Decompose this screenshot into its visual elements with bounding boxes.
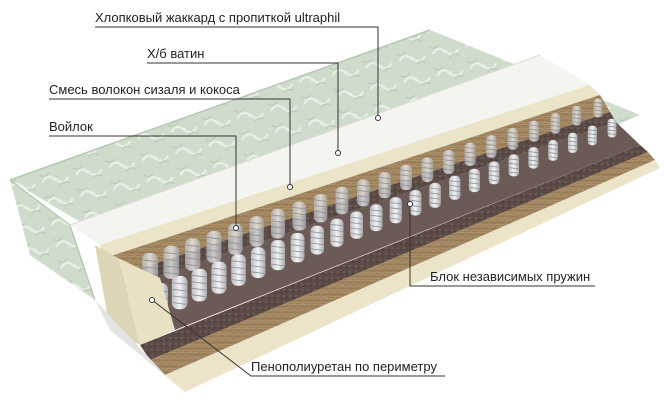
spring-block — [118, 98, 640, 330]
spring-coil — [567, 132, 578, 153]
spring-coil — [528, 147, 539, 169]
spring-coil — [587, 125, 597, 146]
dot-springs — [407, 201, 413, 207]
leader-jacquard — [95, 26, 379, 118]
dot-jacquard — [375, 115, 381, 121]
spring-coil — [184, 238, 201, 271]
spring-coil — [389, 197, 402, 224]
spring-coil — [550, 113, 561, 134]
spring-coil — [449, 175, 461, 200]
spring-coil — [508, 154, 519, 177]
spring-coil — [464, 142, 476, 166]
spring-coil — [313, 194, 328, 223]
spring-coil — [250, 247, 266, 278]
spring-coil — [378, 172, 391, 199]
leader-vatin — [147, 62, 339, 153]
spring-coil — [330, 218, 344, 247]
label-springs: Блок независимых пружин — [430, 269, 591, 284]
spring-coil — [231, 254, 247, 286]
spring-coil — [468, 168, 480, 193]
spring-coil — [429, 183, 441, 208]
vatin-layer — [100, 85, 600, 258]
dot-ppu — [149, 297, 155, 303]
spring-coil — [335, 186, 349, 215]
jacquard-layer — [69, 54, 590, 245]
spring-coil — [488, 161, 500, 185]
label-sisal-coconut: Смесь волокон сизаля и кокоса — [49, 82, 240, 97]
spring-coil — [211, 261, 227, 294]
spring-coil — [270, 240, 286, 271]
spring-coil — [191, 268, 208, 302]
bottom-layers — [95, 145, 660, 392]
spring-coil — [529, 120, 539, 142]
spring-coil — [310, 225, 325, 255]
label-vatin: Х/б ватин — [147, 46, 205, 61]
spring-coil — [292, 201, 307, 231]
spring-coil — [572, 106, 582, 126]
spring-coil — [400, 164, 412, 191]
spring-coil — [593, 98, 603, 118]
spring-coil — [443, 150, 455, 174]
leader-sisal — [49, 98, 291, 187]
spring-coil — [171, 275, 188, 310]
dot-vatin — [335, 150, 341, 156]
spring-coil — [290, 233, 305, 263]
leader-springs — [409, 204, 595, 287]
spring-coil — [369, 204, 383, 232]
spring-coil — [163, 245, 180, 279]
spring-coil — [486, 135, 497, 158]
label-felt: Войлок — [49, 119, 93, 134]
spring-coil — [548, 140, 558, 161]
leader-dots — [149, 115, 413, 303]
spring-coil — [249, 216, 264, 247]
dot-felt — [233, 225, 239, 231]
dot-sisal — [287, 184, 293, 190]
foam-perimeter — [95, 245, 175, 345]
leader-ppu — [151, 299, 445, 377]
label-jacquard: Хлопковый жаккард с пропиткой ultraphil — [95, 10, 341, 25]
spring-coil — [421, 157, 434, 182]
leader-lines — [49, 26, 595, 377]
label-ppu-perimeter: Пенополиуретан по периметру — [251, 359, 437, 374]
spring-coil — [507, 128, 518, 150]
spring-coil — [607, 118, 617, 138]
leader-felt — [49, 135, 237, 228]
spring-coil — [270, 208, 286, 239]
spring-coil — [350, 211, 364, 239]
spring-coil — [356, 179, 370, 207]
spring-coil — [206, 231, 222, 263]
